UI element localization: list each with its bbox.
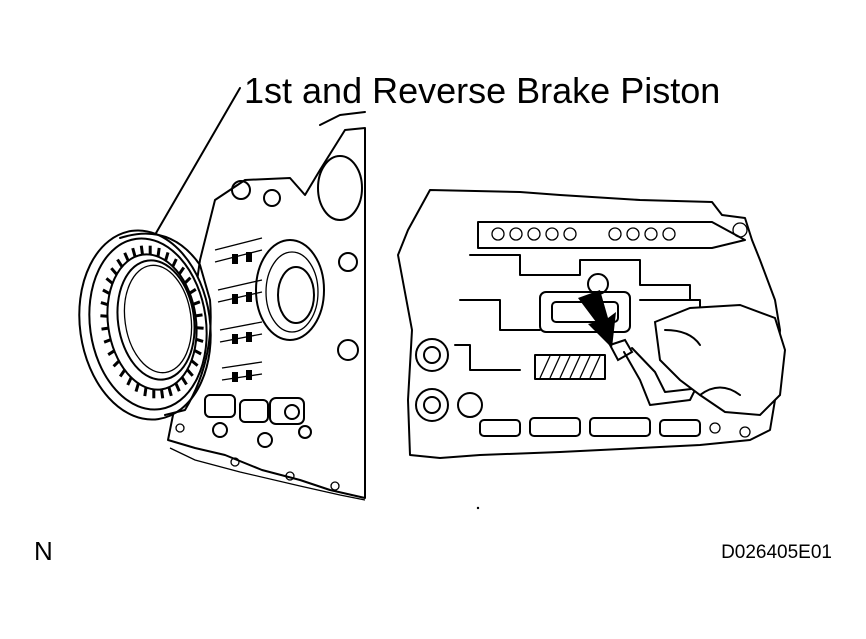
piston-spline-tooth [188,288,197,295]
piston-spline-tooth [143,387,148,397]
piston-spline-tooth [167,386,173,397]
piston-spline-tooth [178,266,186,275]
piston-spline-tooth [131,247,137,258]
piston-spline-tooth [174,382,181,392]
piston-spline-tooth [126,376,133,386]
piston-spline-tooth [105,277,114,285]
piston-spline-tooth [116,258,124,268]
piston-spline-tooth [192,300,201,306]
piston-spline-tooth [186,368,194,377]
corner-mark: N [34,536,53,566]
piston-spline-tooth [164,251,170,262]
piston-spline-tooth [180,376,188,386]
valve-body-illustration [397,189,787,459]
piston-spline-tooth [123,252,130,262]
callout-leader-line [151,87,241,241]
piston-spline-tooth [100,301,109,307]
piston-spline-tooth [190,359,199,367]
piston-spline-tooth [196,326,204,330]
piston-spline-tooth [156,247,161,257]
piston-spline-tooth [101,326,109,331]
piston-spline-tooth [139,245,144,255]
callout-label: 1st and Reverse Brake Piston [244,70,721,111]
piston-spline-tooth [118,369,126,378]
figure-code: D026405E01 [721,542,832,563]
piston-spline-tooth [160,389,165,399]
piston-spline-tooth [134,382,140,393]
piston-spline-tooth [195,337,204,343]
piston-spline-tooth [107,349,116,356]
piston-spline-tooth [193,349,202,356]
piston-spline-tooth [103,338,112,344]
piston-spline-tooth [171,258,178,268]
piston-spline-tooth [112,359,121,368]
piston-spline-tooth [110,267,118,276]
brake-piston-ring [78,229,212,421]
transmission-case-illustration [167,111,366,501]
air-application-arrow-icon [578,290,616,348]
piston-spline-tooth [195,313,203,318]
piston-spline-tooth [102,288,111,295]
piston-spline-tooth [100,314,108,318]
piston-spline-tooth [183,276,192,285]
